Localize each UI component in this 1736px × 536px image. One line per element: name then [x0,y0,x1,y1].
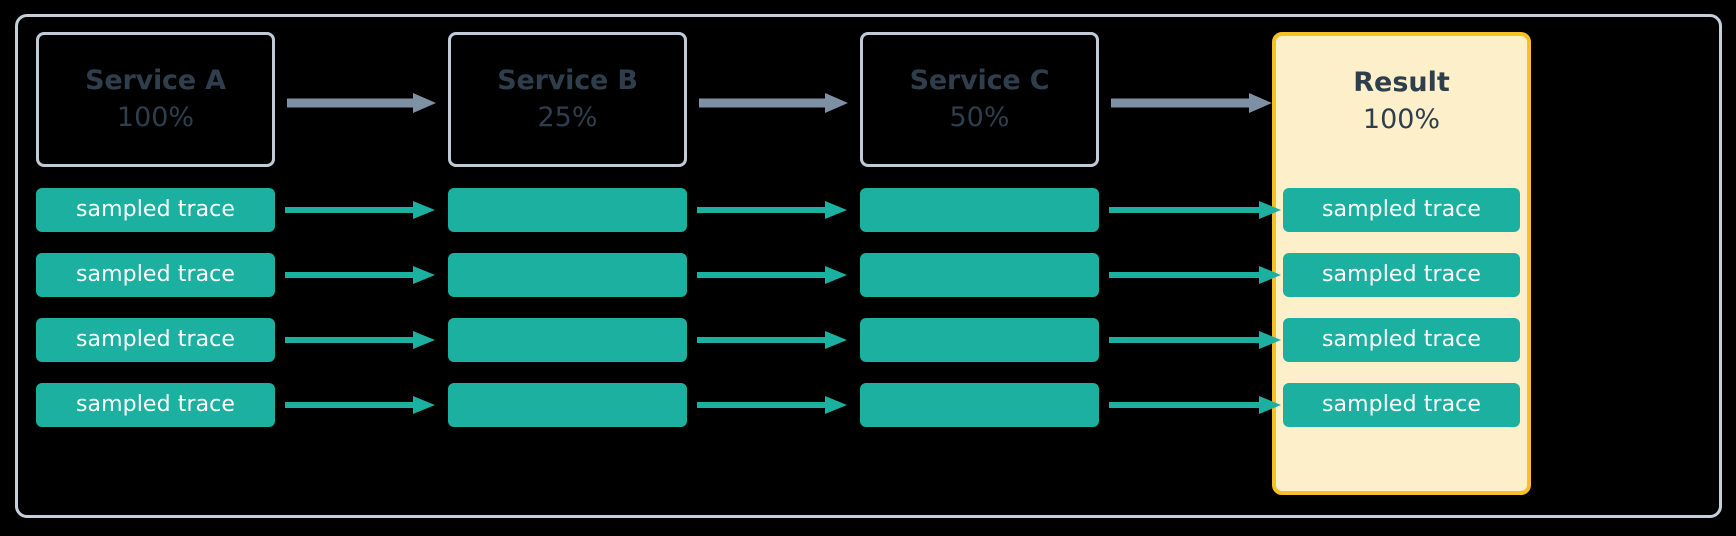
diagram-frame [15,14,1722,518]
trace-bar[interactable] [860,318,1099,362]
service-flow-arrow-b-to-c [699,92,848,114]
service-node-name: Service C [909,64,1050,96]
trace-bar[interactable] [860,253,1099,297]
trace-bar[interactable]: sampled trace [1283,253,1520,297]
trace-bar[interactable] [860,383,1099,427]
result-node-sampling-rate: 100% [1362,104,1441,135]
service-node-sampling-rate: 25% [537,102,598,133]
result-node-header: Result 100% [1276,36,1527,167]
trace-flow-arrow [697,395,847,415]
trace-flow-arrow [1109,330,1281,350]
trace-bar[interactable] [860,188,1099,232]
service-node-service-b[interactable]: Service B 25% [448,32,687,167]
trace-flow-arrow [1109,200,1281,220]
result-node-name: Result [1353,66,1450,98]
trace-bar[interactable]: sampled trace [36,318,275,362]
trace-bar[interactable] [448,318,687,362]
trace-bar[interactable] [448,188,687,232]
service-node-name: Service A [85,64,226,96]
trace-bar[interactable]: sampled trace [36,383,275,427]
trace-bar[interactable]: sampled trace [1283,318,1520,362]
trace-flow-arrow [285,330,435,350]
trace-bar[interactable] [448,383,687,427]
trace-bar[interactable]: sampled trace [36,253,275,297]
trace-flow-arrow [697,330,847,350]
trace-bar[interactable] [448,253,687,297]
service-node-name: Service B [497,64,638,96]
service-node-sampling-rate: 100% [116,102,195,133]
trace-bar[interactable]: sampled trace [1283,188,1520,232]
service-node-service-c[interactable]: Service C 50% [860,32,1099,167]
trace-bar[interactable]: sampled trace [1283,383,1520,427]
service-flow-arrow-a-to-b [287,92,436,114]
service-node-sampling-rate: 50% [949,102,1010,133]
trace-flow-arrow [285,395,435,415]
trace-flow-arrow [1109,395,1281,415]
trace-flow-arrow [285,200,435,220]
trace-flow-arrow [697,200,847,220]
service-node-service-a[interactable]: Service A 100% [36,32,275,167]
trace-flow-arrow [1109,265,1281,285]
service-flow-arrow-c-to-result [1111,92,1272,114]
trace-bar[interactable]: sampled trace [36,188,275,232]
trace-flow-arrow [285,265,435,285]
trace-flow-arrow [697,265,847,285]
